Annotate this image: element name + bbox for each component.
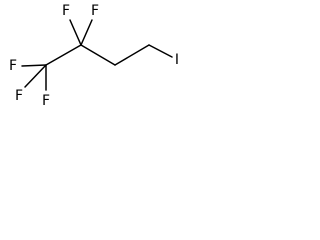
atom-f-top-left: F — [62, 3, 70, 19]
bond-c1-f-left-lower — [24, 64, 47, 88]
atom-f-left-upper: F — [9, 58, 17, 74]
bond-c3-c4 — [114, 44, 150, 66]
atom-f-bottom: F — [42, 93, 50, 109]
atom-iodine: I — [175, 52, 179, 68]
bond-c4-i — [148, 44, 173, 58]
bond-c1-f-left-upper — [21, 64, 47, 67]
atom-f-left-lower: F — [15, 88, 23, 104]
bond-c2-f-top-left — [69, 19, 82, 46]
chemical-structure-diagram: F F F F F I — [9, 3, 179, 109]
bond-c1-c2 — [45, 44, 82, 66]
atom-f-top-right: F — [91, 3, 99, 19]
bond-c2-f-top-right — [80, 19, 93, 46]
bond-c2-c3 — [80, 44, 116, 66]
